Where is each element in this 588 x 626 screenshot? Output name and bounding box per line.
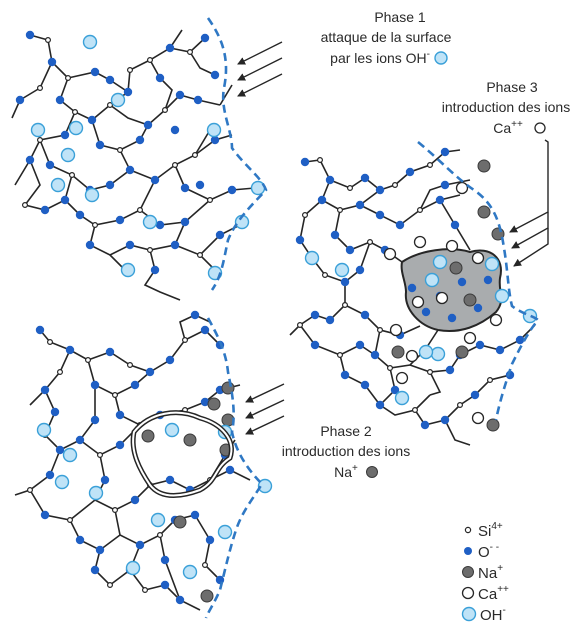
phase2-ion: Na+	[334, 463, 358, 480]
phase1-title: Phase 1	[374, 9, 426, 25]
phase3-ion: Ca++	[493, 119, 523, 136]
calcium-icon	[534, 122, 546, 134]
network-phase3	[289, 140, 540, 446]
oxygen-blue-dot-icon	[464, 547, 472, 555]
legend-item-hydroxide: OH-	[461, 605, 506, 624]
phase2-line1: introduction des ions	[282, 443, 410, 459]
phase3-label: Phase 3 introduction des ions Ca++	[442, 79, 570, 136]
si-small-open-circle-icon	[464, 526, 472, 534]
phase2-label: Phase 2 introduction des ions Na+	[282, 423, 410, 480]
svg-text:Si4+: Si4+	[478, 521, 503, 540]
legend-item-oxygen: O- -	[464, 542, 499, 561]
svg-text:O- -: O- -	[478, 542, 499, 561]
phase1-line2: par les ions OH-	[330, 49, 430, 66]
svg-text:OH-: OH-	[480, 605, 506, 624]
sodium-icon	[366, 466, 378, 478]
legend-item-sodium: Na+	[462, 563, 503, 582]
hydroxide-icon	[434, 51, 448, 65]
calcium-open-circle-icon	[461, 586, 475, 600]
svg-text:Ca++: Ca++	[478, 584, 509, 603]
phase3-title: Phase 3	[486, 79, 538, 95]
hydroxide-light-blue-dot-icon	[461, 606, 477, 622]
legend-item-silicon: Si4+	[464, 521, 503, 540]
svg-text:Na+: Na+	[478, 563, 503, 582]
phase3-line1: introduction des ions	[442, 99, 570, 115]
arrows-phase2	[245, 383, 285, 435]
arrows-phase3	[509, 139, 549, 267]
legend-item-calcium: Ca++	[461, 584, 509, 603]
phase1-label: Phase 1 attaque de la surface par les io…	[321, 9, 452, 66]
network-phase1	[11, 17, 268, 301]
sodium-gray-dot-icon	[462, 566, 474, 578]
legend: Si4+ O- - Na+ Ca++ OH-	[461, 521, 509, 624]
phase2-title: Phase 2	[320, 423, 372, 439]
phase1-line1: attaque de la surface	[321, 29, 452, 45]
network-phase2	[14, 310, 273, 619]
arrows-phase1	[237, 41, 283, 97]
